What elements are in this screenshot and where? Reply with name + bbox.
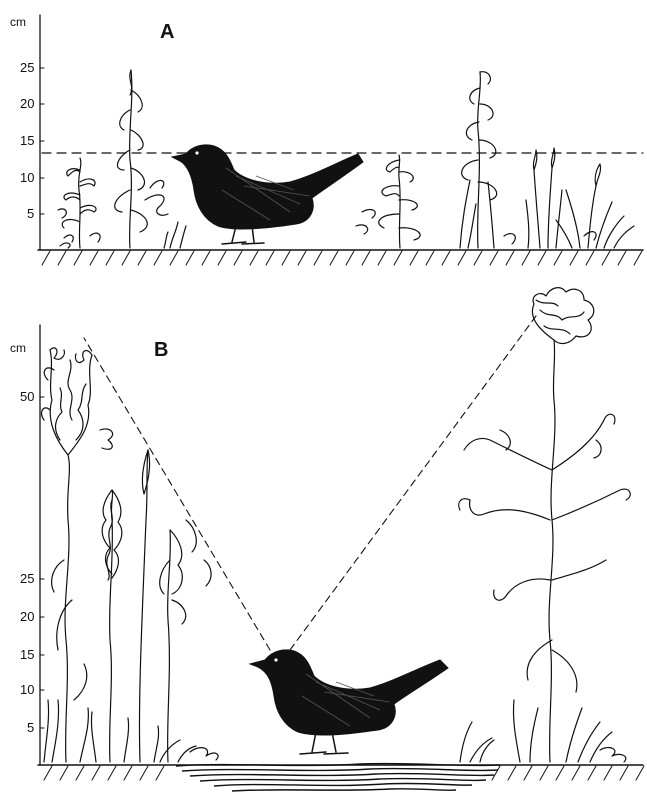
panel-b-tick-50: 50 [20, 389, 34, 404]
panel-a-bird [172, 145, 363, 244]
panel-b-bird [250, 650, 448, 754]
panel-b-tick-10: 10 [20, 682, 34, 697]
panel-b-vegetation-left [42, 348, 219, 762]
panel-b-tick-25: 25 [20, 571, 34, 586]
panel-b-bare-patch [176, 764, 500, 791]
panel-b: cm B 5 10 15 20 25 50 [10, 288, 644, 791]
panel-a: cm A 5 10 15 20 25 [10, 15, 643, 265]
panel-a-letter: A [160, 21, 174, 43]
panel-a-ground [38, 250, 643, 265]
panel-b-letter: B [154, 339, 168, 361]
panel-a-tick-25: 25 [20, 60, 34, 75]
panel-b-unit-label: cm [10, 341, 26, 355]
panel-a-tick-5: 5 [27, 206, 34, 221]
panel-a-unit-label: cm [10, 15, 26, 29]
panel-b-vegetation-right [459, 288, 631, 762]
panel-a-tick-20: 20 [20, 96, 34, 111]
panel-b-tick-5: 5 [27, 720, 34, 735]
panel-b-ground [38, 764, 644, 791]
panel-b-tick-15: 15 [20, 647, 34, 662]
panel-b-tick-20: 20 [20, 609, 34, 624]
panel-a-tick-10: 10 [20, 170, 34, 185]
panel-a-tick-15: 15 [20, 133, 34, 148]
